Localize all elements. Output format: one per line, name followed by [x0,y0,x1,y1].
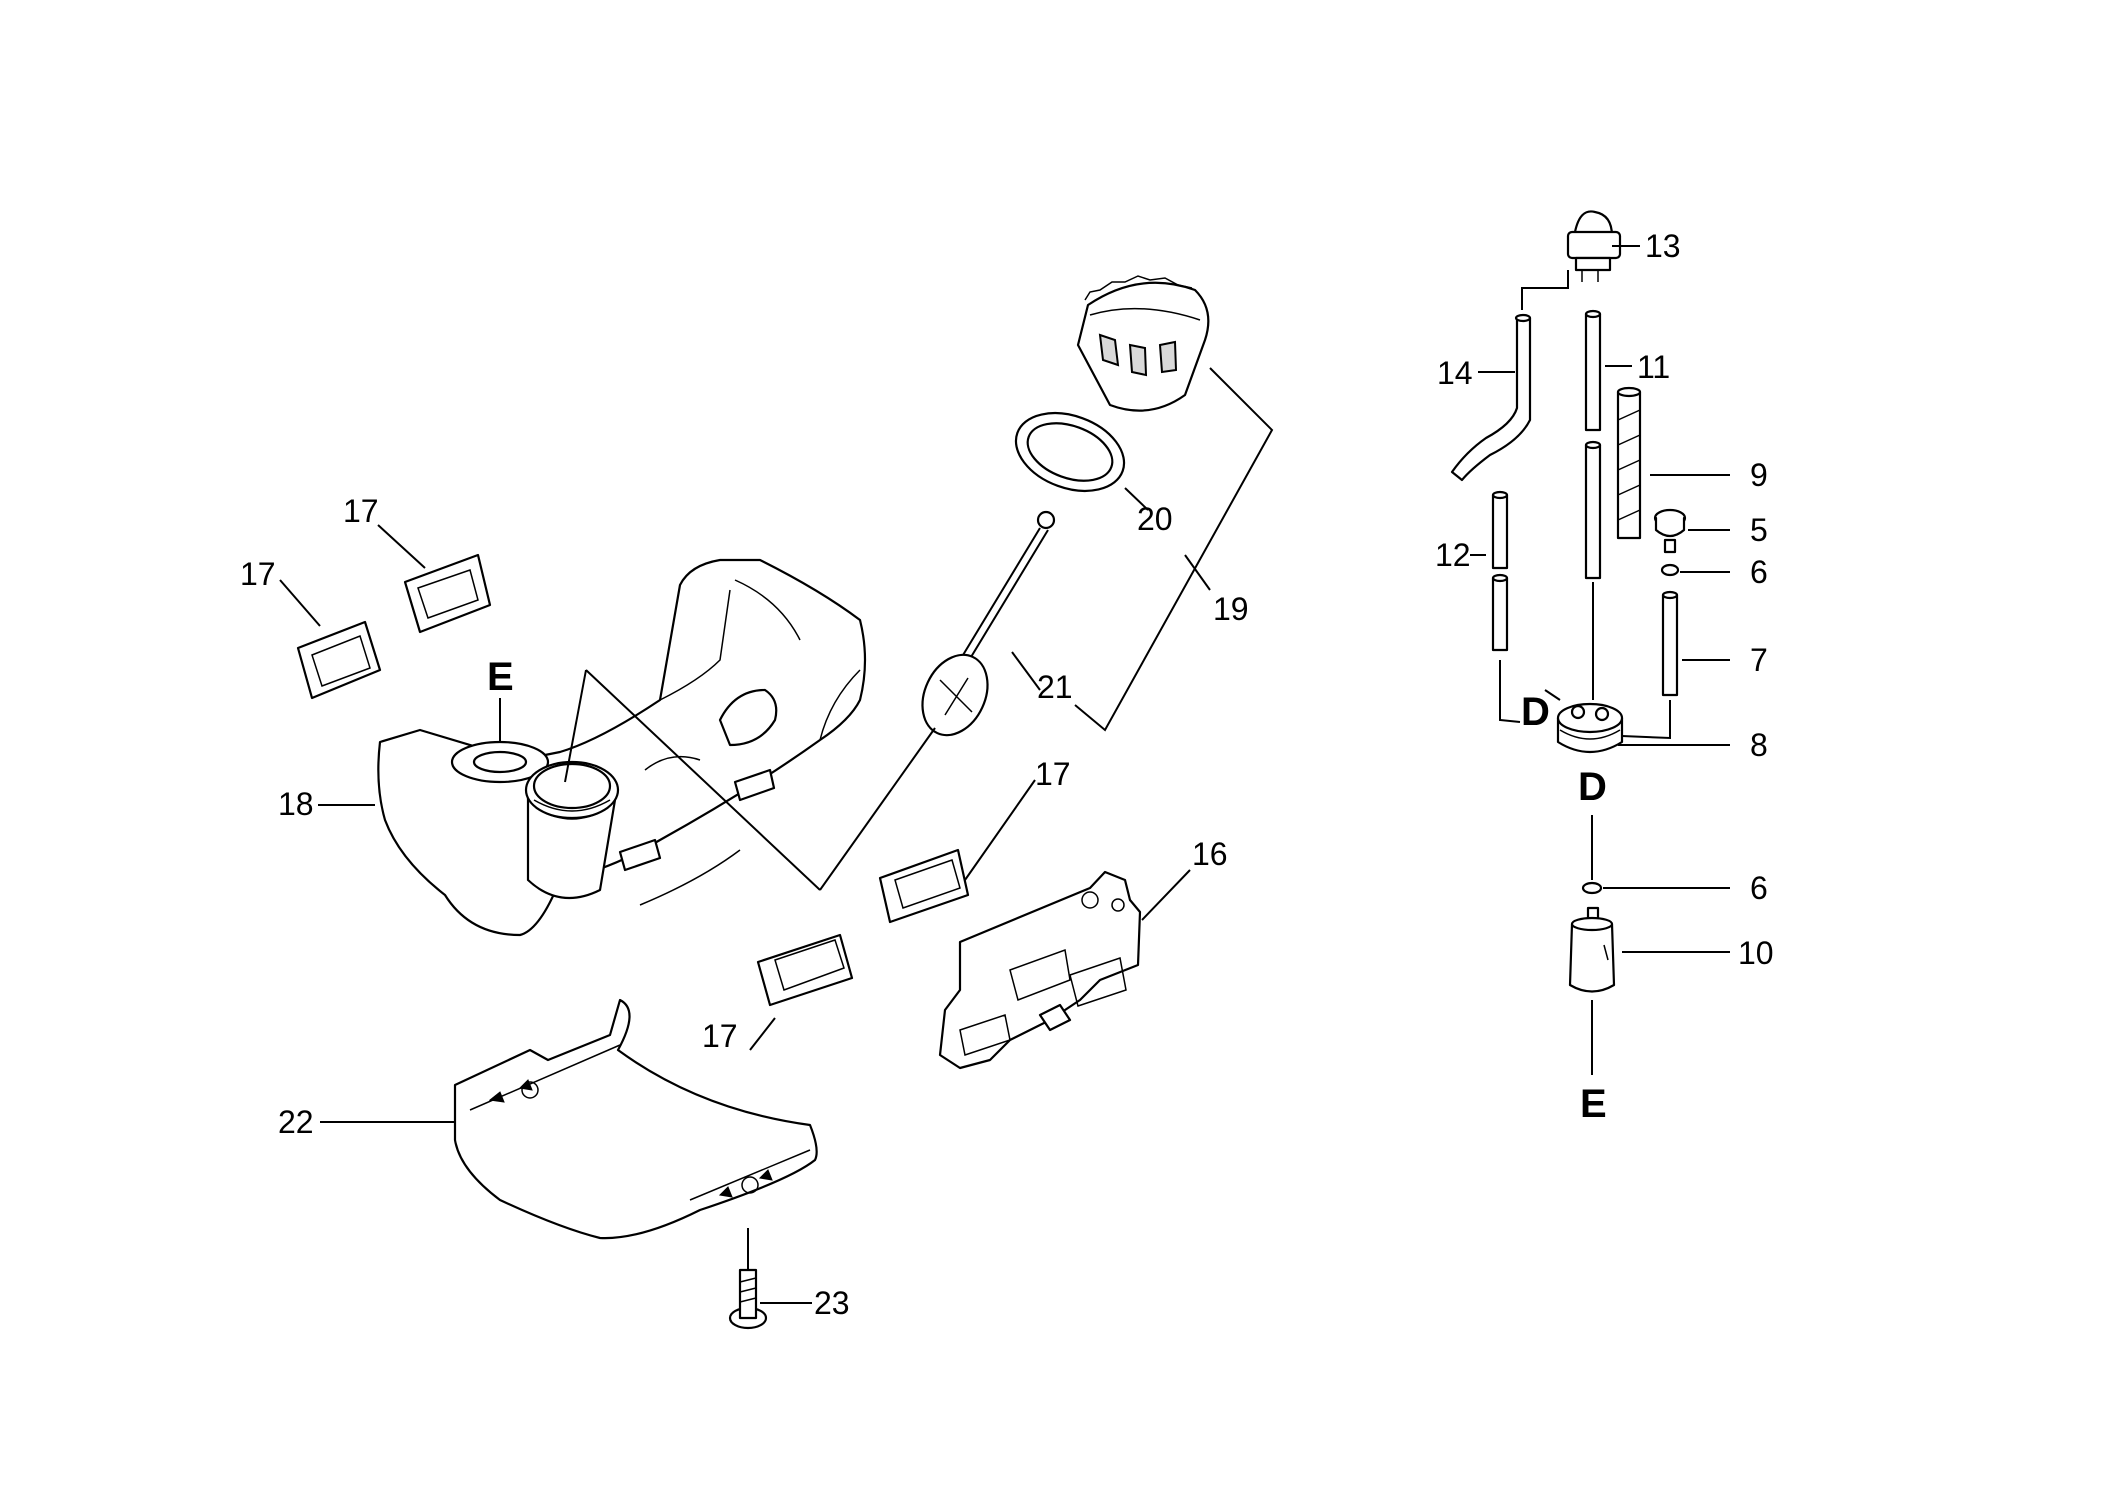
fuel-cap-19 [1076,275,1210,412]
o-ring-20 [1014,412,1126,492]
label-11: 11 [1637,349,1670,385]
label-19: 19 [1213,591,1249,627]
fuel-filter-10 [1568,906,1616,993]
valve-5 [1653,508,1687,554]
label-17a: 17 [343,493,379,529]
label-13: 13 [1645,228,1681,264]
label-16: 16 [1192,836,1228,872]
bottom-cover-22 [453,998,818,1240]
reference-letters: E E D D [487,655,1607,1126]
leader-lines-left [279,367,1274,1304]
mount-17-b [403,553,492,634]
shield-plate-16 [938,870,1142,1070]
label-18: 18 [278,786,314,822]
tether-21 [921,510,1056,737]
label-17c: 17 [1035,756,1071,792]
grommet-8 [1556,702,1624,753]
mount-17-a [296,620,382,700]
label-17d: 17 [702,1018,738,1054]
hose-11 [1584,309,1602,432]
label-20: 20 [1137,501,1173,537]
label-8: 8 [1750,727,1768,763]
label-6a: 6 [1750,554,1768,590]
part-labels: 17 17 18 20 19 21 17 16 17 22 23 13 14 1… [240,228,1774,1321]
label-12: 12 [1435,537,1471,573]
ref-e-top: E [487,655,514,699]
label-7: 7 [1750,642,1768,678]
mount-17-c [756,933,854,1007]
hose-12-upper [1491,490,1509,570]
screw-23 [728,1268,768,1330]
label-6b: 6 [1750,870,1768,906]
mount-17-d [878,848,970,924]
ref-d-bottom: D [1578,765,1607,809]
label-22: 22 [278,1104,314,1140]
label-10: 10 [1738,935,1774,971]
label-17b: 17 [240,556,276,592]
hose-11-lower [1584,440,1602,580]
hose-14 [1450,313,1532,482]
ref-d-top: D [1521,690,1550,734]
primer-bulb-13 [1566,210,1622,282]
leader-lines-right [1470,245,1730,1075]
label-23: 23 [814,1285,850,1321]
ring-6-lower [1581,881,1603,895]
label-9: 9 [1750,457,1768,493]
hose-7 [1661,590,1679,697]
label-14: 14 [1437,355,1473,391]
ref-e-bottom: E [1580,1082,1607,1126]
ring-6-upper [1660,563,1680,577]
spring-hose-9 [1616,386,1642,540]
hose-12-lower [1491,573,1509,652]
fuel-tank-18 [377,558,867,937]
label-5: 5 [1750,512,1768,548]
label-21: 21 [1037,669,1073,705]
